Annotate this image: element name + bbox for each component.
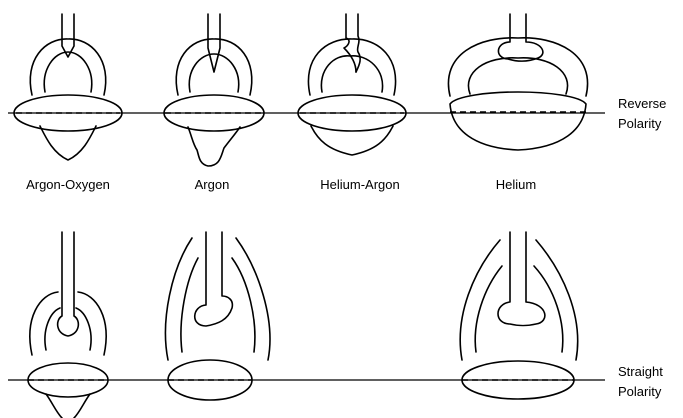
penetration [46,394,62,418]
arc-inner [475,266,502,352]
arc-inner [232,258,255,352]
bottom-profile-argon-oxygen [28,232,108,418]
electrode [195,232,233,326]
electrode [208,14,220,72]
top-profile-argon-oxygen [14,14,122,160]
top-profile-helium-argon [298,14,406,155]
polarity-label-reverse-2: Polarity [618,116,662,131]
arc-outer [78,292,106,355]
gas-label-helium: Helium [496,177,536,192]
penetration [74,394,90,418]
arc-inner [181,258,198,352]
bottom-profile-argon [165,232,269,400]
arc-outer [448,38,587,96]
electrode [344,14,356,72]
electrode [498,232,545,326]
weld-pool [450,92,586,150]
arc-inner [44,52,91,92]
arc-outer [236,238,270,360]
electrode [62,14,74,57]
electrode [58,232,79,336]
arc-outer [30,39,105,95]
gas-label-helium-argon: Helium-Argon [320,177,399,192]
arc-inner [468,58,567,94]
top-profile-argon [164,14,264,166]
arc-outer [176,39,252,95]
gas-label-argon-oxygen: Argon-Oxygen [26,177,110,192]
polarity-label-straight: Straight [618,364,663,379]
electrode [356,14,360,72]
arc-inner [534,266,563,352]
arc-outer [460,240,500,360]
arc-outer [536,240,578,360]
bottom-profile-helium [460,232,577,399]
polarity-label-straight-2: Polarity [618,384,662,399]
arc-inner [321,56,382,92]
penetration [188,127,240,166]
arc-outer [165,238,192,360]
top-profile-helium [448,14,587,150]
polarity-label-reverse: Reverse [618,96,666,111]
gas-label-argon: Argon [195,177,230,192]
arc-outer [30,292,58,355]
arc-inner [189,54,238,92]
